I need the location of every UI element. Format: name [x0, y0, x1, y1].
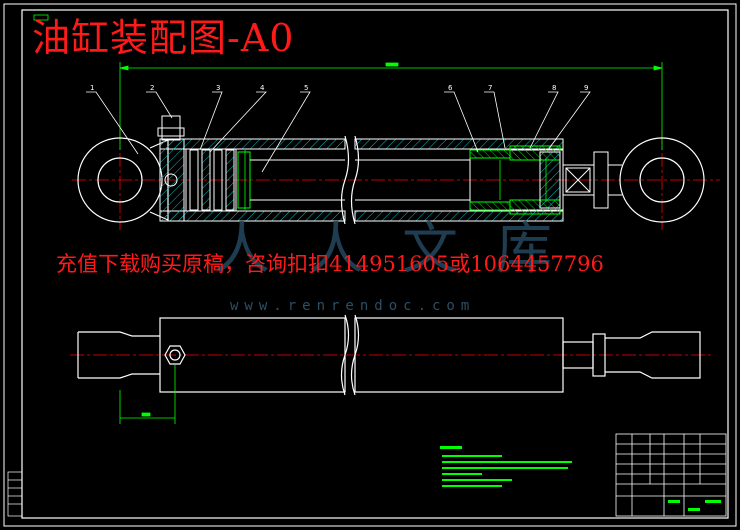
title-block-marks [668, 500, 721, 511]
sheet-tag [33, 14, 49, 21]
balloon-9: 9 [584, 84, 588, 92]
piston-rod [355, 145, 622, 215]
inner-dimensions [244, 150, 547, 210]
balloon-1: 1 [90, 84, 94, 92]
right-rod-eye [619, 137, 705, 223]
centerline-top [72, 130, 720, 230]
part-balloons: 1 2 3 4 5 6 7 8 9 [90, 84, 588, 92]
technical-notes [440, 446, 572, 487]
watermark-glyphs: 人人文库 [214, 217, 590, 282]
purchase-notice: 充值下载购买原稿，咨询扣扣414951605或1064457796 [56, 252, 604, 276]
balloon-8: 8 [552, 84, 556, 92]
balloon-3: 3 [216, 84, 220, 92]
balloon-2: 2 [150, 84, 154, 92]
piston [185, 148, 345, 212]
title-block [615, 433, 727, 517]
bottom-dimension [119, 365, 176, 424]
bottom-elevation [77, 314, 701, 396]
balloon-5: 5 [304, 84, 308, 92]
sheet-border [3, 3, 737, 527]
oil-port-fitting [157, 115, 185, 187]
balloon-4: 4 [260, 84, 265, 92]
drawing-title: 油缸装配图-A0 [32, 16, 295, 60]
revision-table [7, 471, 23, 517]
balloon-7: 7 [488, 84, 492, 92]
watermark-url: www.renrendoc.com [230, 298, 476, 314]
part-leaders [86, 91, 591, 173]
overall-dimension [119, 62, 663, 150]
balloon-6: 6 [448, 84, 453, 92]
cylinder-barrel [159, 135, 564, 225]
